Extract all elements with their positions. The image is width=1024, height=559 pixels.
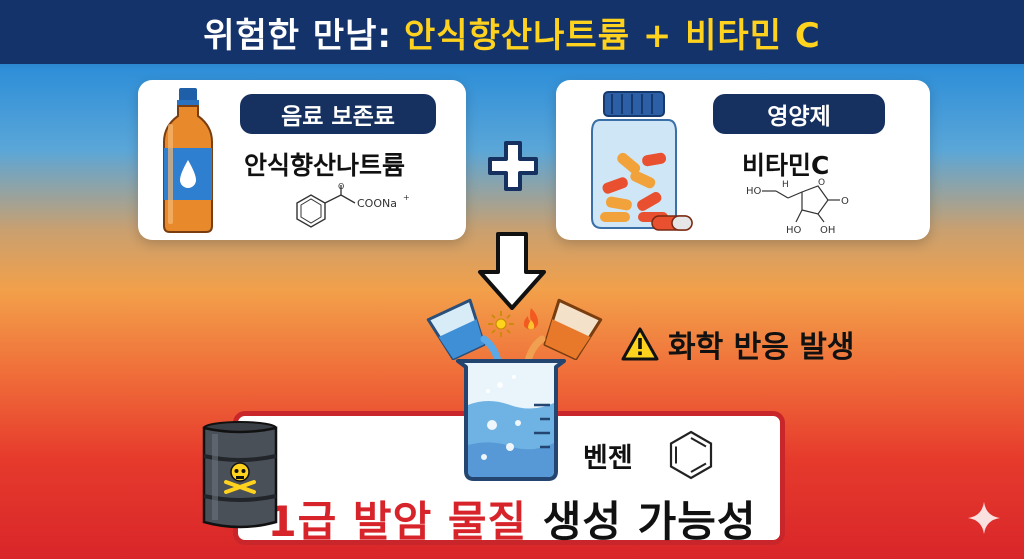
result-headline-black: 생성 가능성 bbox=[542, 497, 757, 546]
benzene-ring-icon bbox=[669, 430, 713, 480]
beaker-icon bbox=[456, 359, 566, 481]
reaction-warning-text: 화학 반응 발생 bbox=[668, 330, 855, 365]
formula-coona-label: COONa bbox=[357, 197, 397, 210]
preservative-category-badge: 음료 보존료 bbox=[240, 94, 436, 134]
vc-label-oh: OH bbox=[820, 225, 835, 236]
result-headline: 1급 발암 물질 생성 가능성 bbox=[262, 488, 762, 549]
toxic-barrel-icon bbox=[202, 421, 278, 529]
supplement-category-label: 영양제 bbox=[767, 104, 831, 130]
sodium-benzoate-structure: O COONa + bbox=[296, 183, 410, 228]
vitamin-c-name: 비타민C bbox=[742, 151, 830, 180]
title-part2: 안식향산나트륨 + 비타민 C bbox=[404, 15, 821, 56]
pouring-flask-right bbox=[543, 298, 603, 360]
reaction-warning: 화학 반응 발생 bbox=[620, 322, 855, 366]
pouring-flask-left bbox=[426, 298, 486, 360]
sun-icon bbox=[488, 311, 514, 337]
vc-label-o-ring: O bbox=[818, 178, 825, 188]
sodium-benzoate-name: 안식향산나트륨 bbox=[244, 151, 406, 180]
formula-plus-label: + bbox=[403, 193, 410, 202]
arrow-down-icon bbox=[478, 232, 546, 310]
fire-icon bbox=[523, 308, 539, 330]
warning-icon bbox=[621, 327, 659, 361]
sparkle-icon bbox=[968, 502, 1000, 534]
bottle-icon bbox=[163, 88, 213, 233]
vc-label-ho2: HO bbox=[786, 225, 802, 236]
vc-label-ho1: HO bbox=[746, 186, 762, 197]
preservative-category-label: 음료 보존료 bbox=[281, 104, 395, 130]
vc-label-h: H bbox=[782, 180, 789, 190]
supplement-category-badge: 영양제 bbox=[713, 94, 885, 134]
supplement-card: 영양제 비타민C HO H O O HO OH bbox=[556, 80, 930, 240]
preservative-card: 음료 보존료 안식향산나트륨 O COONa + bbox=[138, 80, 466, 240]
benzene-label: 벤젠 bbox=[583, 443, 633, 474]
result-headline-red: 1급 발암 물질 bbox=[267, 497, 528, 546]
formula-o-label: O bbox=[338, 183, 344, 191]
title-part1: 위험한 만남: bbox=[203, 15, 393, 56]
title-bar: 위험한 만남: 안식향산나트륨 + 비타민 C bbox=[0, 0, 1024, 64]
vc-label-o-keto: O bbox=[841, 196, 849, 207]
plus-icon bbox=[488, 141, 538, 191]
pill-jar-icon bbox=[591, 91, 693, 231]
vitamin-c-structure: HO H O O HO OH bbox=[746, 178, 849, 236]
